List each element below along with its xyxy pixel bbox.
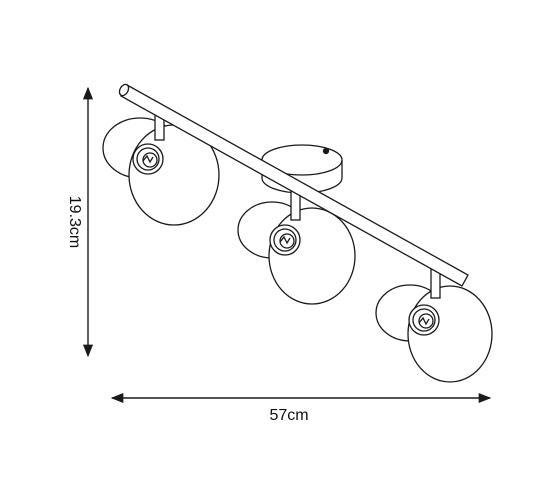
height-label: 19.3cm	[66, 196, 83, 248]
track-bar	[118, 83, 469, 287]
spotlight-head-2	[237, 189, 356, 305]
spotlight-head-1	[102, 109, 220, 226]
height-dimension: 19.3cm	[66, 86, 94, 358]
width-dimension: 57cm	[110, 392, 492, 424]
width-label: 57cm	[269, 407, 308, 424]
spotlight-head-3	[375, 267, 493, 383]
